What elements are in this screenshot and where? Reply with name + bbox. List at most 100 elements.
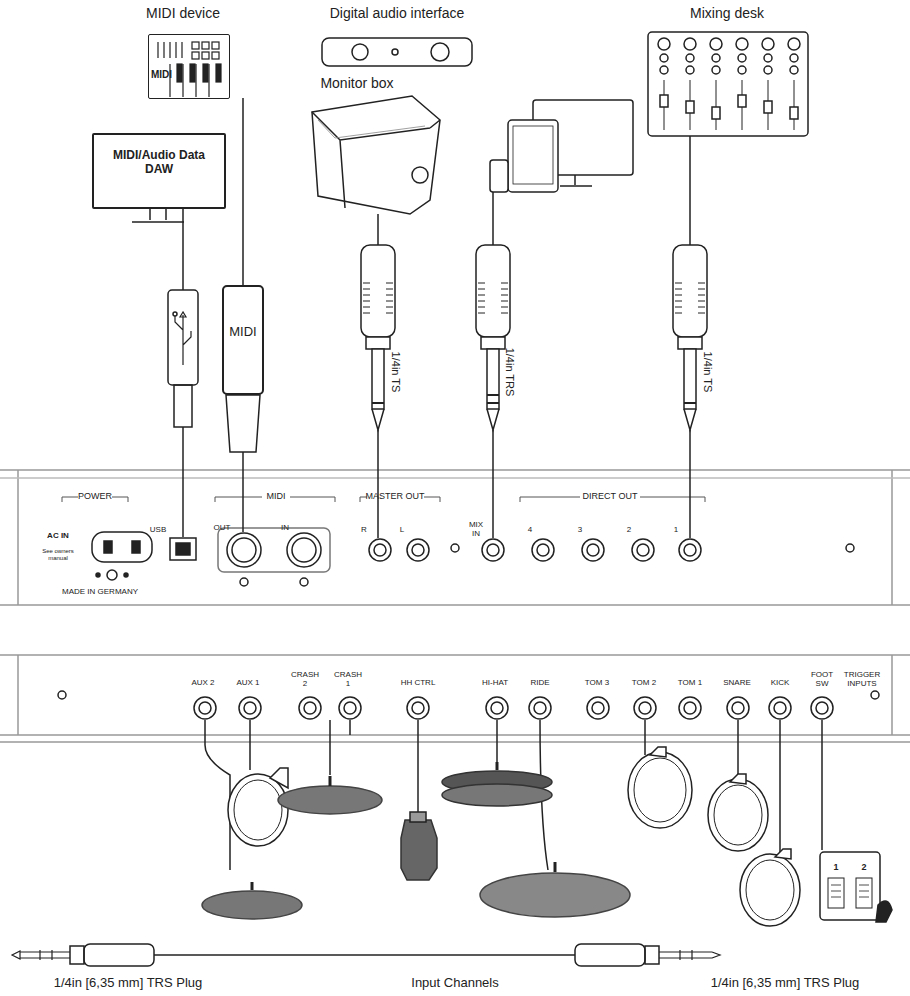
line-art xyxy=(675,283,705,284)
line-art xyxy=(660,66,668,74)
line-art xyxy=(689,430,691,538)
line-art xyxy=(372,402,384,404)
line-art xyxy=(478,307,508,308)
line-art xyxy=(710,38,722,50)
port-label: 4 xyxy=(528,526,532,535)
line-art xyxy=(764,54,772,62)
line-art xyxy=(684,402,696,404)
line-art xyxy=(764,101,772,113)
note-text: MADE IN GERMANY xyxy=(62,588,138,597)
line-art xyxy=(363,283,393,284)
jack-socket xyxy=(587,697,609,719)
line-art xyxy=(372,409,384,430)
line-art xyxy=(764,66,772,74)
line-art xyxy=(684,38,696,50)
line-art xyxy=(736,38,748,50)
jack-plug xyxy=(476,245,510,337)
jack-socket xyxy=(679,539,701,561)
device-title: MIDI device xyxy=(146,6,220,21)
line-art xyxy=(639,702,651,714)
line-art xyxy=(658,38,670,50)
section-label: MIDI xyxy=(267,492,286,502)
line-art xyxy=(790,54,798,62)
line-art xyxy=(675,307,705,308)
section-label: POWER xyxy=(78,492,112,502)
jack-socket xyxy=(369,539,391,561)
jack-socket xyxy=(769,697,791,719)
node-text: MIDI/Audio Data DAW xyxy=(100,149,218,177)
line-art xyxy=(492,430,494,538)
line-art xyxy=(790,66,798,74)
line-art xyxy=(363,307,393,308)
port-label: MIX IN xyxy=(465,521,487,539)
line-art xyxy=(363,289,393,290)
line-art xyxy=(412,702,424,714)
line-art xyxy=(794,80,795,130)
line-art xyxy=(478,313,508,314)
line-art xyxy=(738,95,746,107)
jack-socket xyxy=(482,539,504,561)
line-art xyxy=(363,295,393,296)
jack-socket xyxy=(634,697,656,719)
line-art xyxy=(487,544,499,556)
line-art xyxy=(788,38,800,50)
jack-socket xyxy=(339,697,361,719)
input-label: FOOT SW xyxy=(809,671,835,689)
jack-socket xyxy=(407,539,429,561)
switch-number: 1 xyxy=(833,863,838,873)
line-art xyxy=(738,66,746,74)
line-art xyxy=(660,54,668,62)
line-art xyxy=(684,544,696,556)
line-art xyxy=(790,107,798,119)
line-art xyxy=(816,702,828,714)
port-label: OUT xyxy=(214,524,231,533)
jack-socket xyxy=(194,697,216,719)
line-art xyxy=(678,337,702,349)
daw-screen: MIDI/Audio Data DAW xyxy=(92,133,226,209)
line-art xyxy=(304,702,316,714)
line-art xyxy=(372,349,384,409)
line-art xyxy=(684,409,696,430)
line-art xyxy=(377,430,379,538)
section-label: MASTER OUT xyxy=(365,492,424,502)
line-art xyxy=(732,702,744,714)
jack-socket xyxy=(532,539,554,561)
jack-socket xyxy=(582,539,604,561)
input-label: KICK xyxy=(771,679,790,688)
line-art xyxy=(366,337,390,349)
port-label: 2 xyxy=(627,526,631,535)
line-art xyxy=(537,544,549,556)
plug-label: 1/4in TS xyxy=(390,352,402,393)
line-art xyxy=(487,409,499,430)
device-title: Monitor box xyxy=(320,76,393,91)
line-art xyxy=(363,301,393,302)
midi-plug: MIDI xyxy=(222,285,264,395)
input-label: AUX 2 xyxy=(189,679,217,688)
line-art xyxy=(244,702,256,714)
midi-keyboard: MIDI xyxy=(148,34,230,99)
line-art xyxy=(686,66,694,74)
input-label: TOM 3 xyxy=(585,679,609,688)
jack-socket xyxy=(239,697,261,719)
line-art xyxy=(344,702,356,714)
plug-caption: 1/4in [6,35 mm] TRS Plug xyxy=(54,976,203,990)
jack-socket xyxy=(407,697,429,719)
port-label: AC IN xyxy=(47,532,69,541)
input-label: HH CTRL xyxy=(401,679,436,688)
input-label: TOM 1 xyxy=(678,679,702,688)
input-label: RIDE xyxy=(530,679,549,688)
input-label: CRASH 2 xyxy=(290,671,320,689)
line-art xyxy=(712,66,720,74)
line-art xyxy=(738,54,746,62)
port-label: 3 xyxy=(578,526,582,535)
input-label: TRIGGER INPUTS xyxy=(836,671,888,689)
line-art xyxy=(534,702,546,714)
line-art xyxy=(675,295,705,296)
jack-socket xyxy=(727,697,749,719)
input-label: CRASH 1 xyxy=(333,671,363,689)
jack-socket xyxy=(486,697,508,719)
plug-label: 1/4in TS xyxy=(702,352,714,393)
device-title: Mixing desk xyxy=(690,6,764,21)
plug-caption: 1/4in [6,35 mm] TRS Plug xyxy=(711,976,860,990)
